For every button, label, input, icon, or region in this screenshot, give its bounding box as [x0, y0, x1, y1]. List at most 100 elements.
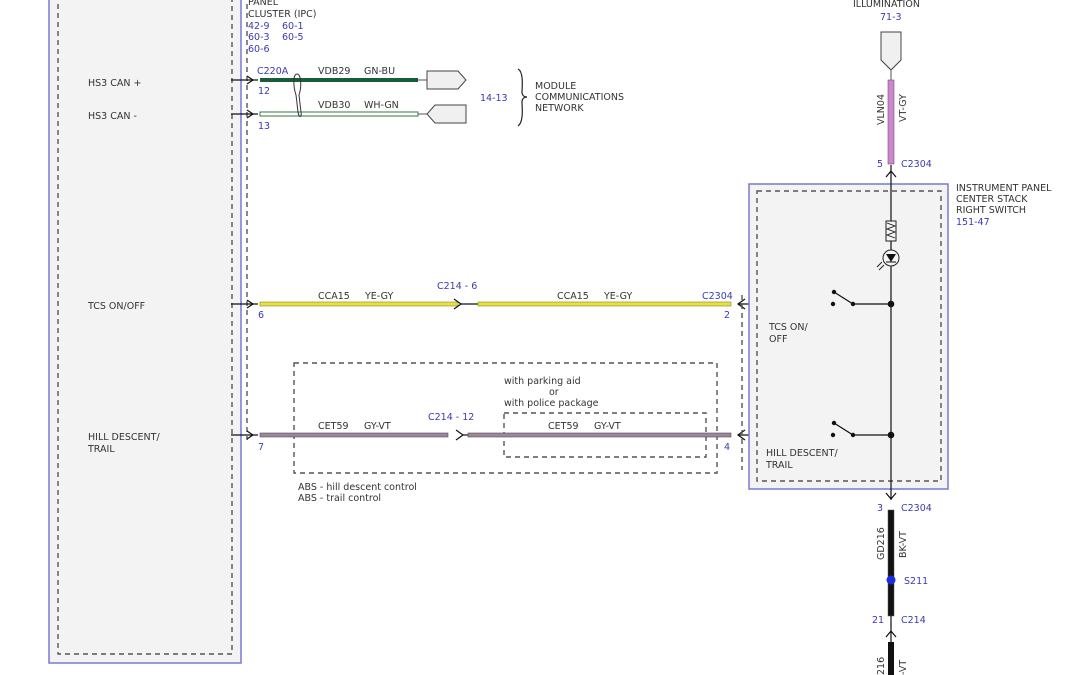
- wire-vdb30-circuit: VDB30: [318, 100, 350, 111]
- wire-vdb29-color: GN-BU: [364, 66, 395, 77]
- can-plus-connector-icon[interactable]: [426, 70, 467, 90]
- pin-label-tcs: TCS ON/OFF: [87, 301, 145, 312]
- wire-vln04-color: VT-GY: [898, 94, 909, 122]
- illumination-connector[interactable]: C2304: [901, 159, 932, 170]
- illumination-pin: 5: [877, 159, 883, 170]
- can-minus-wire[interactable]: [231, 109, 427, 119]
- ipc-ref-1[interactable]: 42-9: [248, 21, 270, 32]
- ground-pin-top: 3: [877, 503, 883, 514]
- inline-connector-arrow-icon: [455, 429, 465, 441]
- ipc-module: [48, 0, 248, 664]
- tcs-end-connector[interactable]: C2304: [702, 291, 733, 302]
- can-minus-connector-icon[interactable]: [426, 104, 467, 124]
- wire-gd216-lower[interactable]: [888, 642, 894, 675]
- connector-arrow-icon: [885, 170, 897, 178]
- right-switch-module-box: [748, 183, 949, 490]
- right-switch-inner-dashed-border: [756, 190, 942, 482]
- connector-arrow-icon: [246, 430, 255, 440]
- wire-gd216-lower-circuit: 216: [876, 657, 887, 675]
- ipc-ref-3[interactable]: 60-3: [248, 32, 270, 43]
- tcs-seg2-circuit: CCA15: [557, 291, 589, 302]
- ipc-title-line-2: CLUSTER (IPC): [248, 9, 316, 20]
- right-switch-ref[interactable]: 151-47: [956, 217, 990, 228]
- hill-end-pin: 4: [724, 442, 730, 453]
- connector-c220a[interactable]: C220A: [257, 66, 289, 77]
- illumination-title: ILLUMINATION: [853, 0, 920, 10]
- wire-gd216-color: BK-VT: [898, 531, 909, 558]
- right-switch-title-line-2: CENTER STACK: [956, 194, 1028, 205]
- switch-label-tcs-line-2: OFF: [769, 334, 787, 345]
- wire-vdb30-color: WH-GN: [364, 100, 399, 111]
- wire-vln04-circuit: VLN04: [876, 94, 887, 125]
- ground-connector-top[interactable]: C2304: [901, 503, 932, 514]
- ipc-inner-dashed-border: [57, 0, 233, 655]
- illumination-ref[interactable]: 71-3: [880, 12, 902, 23]
- wire-cet59-segment-2[interactable]: [467, 432, 732, 438]
- wire-gd216-lower-color: -VT: [898, 660, 909, 675]
- ipc-module-box: [48, 0, 242, 664]
- option-note-line-1: with parking aid: [504, 376, 581, 387]
- ipc-ref-4[interactable]: 60-5: [282, 32, 304, 43]
- network-label-line-2: COMMUNICATIONS: [535, 92, 624, 103]
- ipc-ref-2[interactable]: 60-1: [282, 21, 304, 32]
- pin-7: 7: [258, 442, 264, 453]
- resistor-icon: [885, 220, 897, 242]
- abs-note-line-2: ABS - trail control: [298, 493, 381, 504]
- pin-label-hill-descent-line-2: TRAIL: [87, 444, 115, 455]
- right-switch-title-line-3: RIGHT SWITCH: [956, 205, 1026, 216]
- connector-arrow-icon: [885, 492, 897, 500]
- can-plus-wire[interactable]: [231, 75, 427, 85]
- right-switch-title-line-1: INSTRUMENT PANEL: [956, 183, 1052, 194]
- pin-12: 12: [258, 86, 270, 97]
- wire-gd216[interactable]: [887, 509, 895, 617]
- pin-6: 6: [258, 310, 264, 321]
- hill-descent-switch-icon: [830, 420, 895, 439]
- pin-13: 13: [258, 121, 270, 132]
- splice-label[interactable]: S211: [904, 576, 928, 587]
- connector-arrow-icon: [246, 75, 255, 85]
- pin-label-hill-descent-line-1: HILL DESCENT/: [88, 432, 160, 443]
- tcs-inline-connector[interactable]: C214 - 6: [437, 281, 477, 292]
- connector-arrow-icon: [246, 299, 255, 309]
- wire-cet59-segment-1[interactable]: [259, 432, 449, 438]
- ipc-ref-5[interactable]: 60-6: [248, 44, 270, 55]
- tcs-seg2-color: YE-GY: [603, 291, 632, 302]
- pin-label-hs3-can-minus: HS3 CAN -: [88, 111, 137, 122]
- switch-label-tcs-line-1: TCS ON/: [768, 322, 809, 333]
- network-ref[interactable]: 14-13: [480, 93, 508, 104]
- ipc-title-line-1: PANEL: [248, 0, 279, 8]
- switch-label-hill-line-1: HILL DESCENT/: [766, 448, 838, 459]
- pin-label-hs3-can-plus: HS3 CAN +: [88, 78, 141, 89]
- tcs-seg1-color: YE-GY: [364, 291, 393, 302]
- wire-vln04[interactable]: [887, 79, 895, 165]
- wire-gd216-circuit: GD216: [876, 527, 887, 560]
- hill-seg2-color: GY-VT: [594, 421, 621, 432]
- hill-seg1-circuit: CET59: [318, 421, 349, 432]
- wire-vdb29[interactable]: [260, 78, 418, 82]
- hill-seg1-color: GY-VT: [364, 421, 391, 432]
- tcs-switch-icon: [830, 289, 895, 308]
- ground-pin-bottom: 21: [872, 615, 884, 626]
- network-label-line-1: MODULE: [535, 81, 576, 92]
- wire-vdb29-circuit: VDB29: [318, 66, 350, 77]
- illumination-connector-icon[interactable]: [880, 31, 902, 71]
- brace-icon: [517, 68, 528, 127]
- twisted-pair-icon: [293, 73, 302, 117]
- option-note-line-2: or: [549, 387, 559, 398]
- connector-arrow-icon: [246, 109, 255, 119]
- switch-label-hill-line-2: TRAIL: [765, 460, 793, 471]
- led-icon: [876, 249, 900, 271]
- abs-note-line-1: ABS - hill descent control: [298, 482, 417, 493]
- splice-s211-icon[interactable]: [886, 575, 896, 585]
- network-label-line-3: NETWORK: [535, 103, 584, 114]
- hill-inline-connector[interactable]: C214 - 12: [428, 412, 474, 423]
- wire-cca15-segment-2[interactable]: [477, 301, 732, 307]
- option-note-line-3: with police package: [504, 398, 599, 409]
- abs-option-box: [293, 362, 718, 474]
- wire-vdb30[interactable]: [259, 111, 419, 117]
- wire-cca15-segment-1[interactable]: [259, 301, 459, 307]
- tcs-seg1-circuit: CCA15: [318, 291, 350, 302]
- hill-seg2-circuit: CET59: [548, 421, 579, 432]
- ground-connector-bottom[interactable]: C214: [901, 615, 926, 626]
